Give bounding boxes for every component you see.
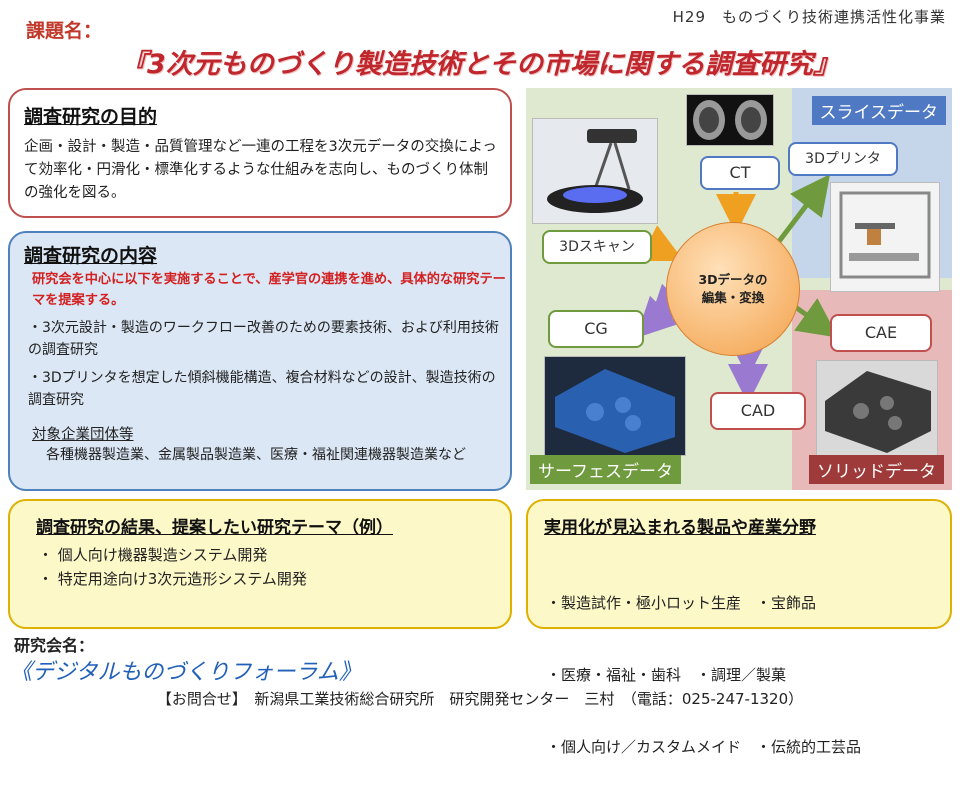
applications-item: ・医療・福祉・歯科 ・調理／製菓 <box>546 666 787 684</box>
project-label: 課題名： <box>26 20 103 42</box>
content-lead: 研究会を中心に以下を実施することで、産学官の連携を進め、具体的な研究テーマを提案… <box>32 272 506 308</box>
cg-node: CG <box>548 310 644 348</box>
applications-box: 実用化が見込まれる製品や産業分野 ・製造試作・極小ロット生産 ・宝飾品 ・医療・… <box>526 499 952 756</box>
ct-photo <box>686 94 774 146</box>
content-box: 調査研究の内容 研究会を中心に以下を実施することで、産学官の連携を進め、具体的な… <box>8 231 512 491</box>
slice-data-tag: スライスデータ <box>811 96 946 125</box>
cae-node: CAE <box>830 314 932 352</box>
target-body: 各種機器製造業、金属製品製造業、医療・福祉関連機器製造業など <box>46 447 466 463</box>
applications-item: ・製造試作・極小ロット生産 ・宝飾品 <box>546 594 817 612</box>
scan-node: 3Dスキャン <box>542 230 652 264</box>
results-heading: 調査研究の結果、提案したい研究テーマ（例） <box>36 518 393 538</box>
forum-label: 研究会名： <box>14 636 95 655</box>
scanner-photo <box>532 118 658 224</box>
contact-info: 【お問合せ】 新潟県工業技術総合研究所 研究開発センター 三村 （電話：025-… <box>156 690 804 708</box>
applications-heading: 実用化が見込まれる製品や産業分野 <box>544 518 816 538</box>
forum-name: 《デジタルものづくりフォーラム》 <box>10 660 361 685</box>
results-box: 調査研究の結果、提案したい研究テーマ（例） ・ 個人向け機器製造システム開発 ・… <box>8 499 512 629</box>
purpose-body: 企画・設計・製造・品質管理など一連の工程を3次元データの交換によって効率化・円滑… <box>24 139 497 201</box>
content-bullets: ・3次元設計・製造のワークフロー改善のための要素技術、および利用技術の調査研究 … <box>28 317 508 417</box>
data-flow-diagram: 3Dデータの 編集・変換 CT 3Dプリンタ 3Dスキャン CG CAE CAD… <box>526 88 952 490</box>
cg-arrow <box>635 283 691 339</box>
flow-arrows <box>635 174 839 404</box>
surface-data-tag: サーフェスデータ <box>530 455 681 484</box>
printer-arrow <box>772 174 831 250</box>
results-list: ・ 個人向け機器製造システム開発 ・ 特定用途向け3次元造形システム開発 <box>38 543 307 591</box>
cad-node: CAD <box>710 392 806 430</box>
header-tag: H29 ものづくり技術連携活性化事業 <box>672 8 946 26</box>
ct-node: CT <box>700 156 780 190</box>
applications-list: ・製造試作・極小ロット生産 ・宝飾品 ・医療・福祉・歯科 ・調理／製菓 ・個人向… <box>546 543 861 807</box>
printer-photo <box>830 182 940 292</box>
content-bullet: ・3Dプリンタを想定した傾斜機能構造、複合材料などの設計、製造技術の調査研究 <box>28 370 496 408</box>
purpose-heading: 調査研究の目的 <box>24 106 158 128</box>
surface-model-photo <box>544 356 686 456</box>
content-bullet: ・3次元設計・製造のワークフロー改善のための要素技術、および利用技術の調査研究 <box>28 320 499 358</box>
scan-arrow <box>639 225 684 261</box>
applications-item: ・個人向け／カスタムメイド ・伝統的工芸品 <box>546 738 862 756</box>
target-heading: 対象企業団体等 <box>32 427 134 443</box>
results-item: ・ 特定用途向け3次元造形システム開発 <box>38 570 307 588</box>
main-title: 『3次元ものづくり製造技術とその市場に関する調査研究』 <box>120 49 840 80</box>
center-node: 3Dデータの 編集・変換 <box>666 222 800 356</box>
center-label: 3Dデータの 編集・変換 <box>698 272 768 305</box>
content-heading: 調査研究の内容 <box>24 245 158 267</box>
cae-arrow <box>792 298 839 338</box>
solid-model-photo <box>816 360 938 456</box>
solid-data-tag: ソリッドデータ <box>809 455 944 484</box>
results-item: ・ 個人向け機器製造システム開発 <box>38 546 268 564</box>
purpose-box: 調査研究の目的 企画・設計・製造・品質管理など一連の工程を3次元データの交換によ… <box>8 88 512 218</box>
printer-node: 3Dプリンタ <box>788 142 898 176</box>
